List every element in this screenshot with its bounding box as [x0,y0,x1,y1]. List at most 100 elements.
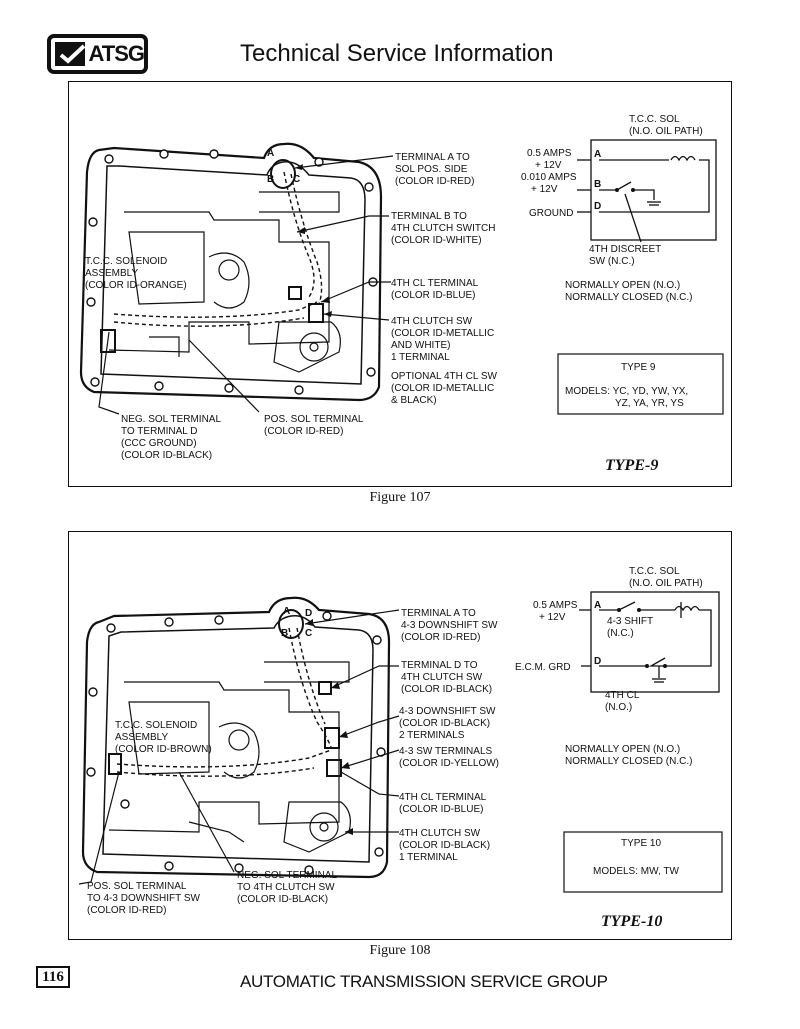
label108-terminal-a: TERMINAL A TO 4-3 DOWNSHIFT SW (COLOR ID… [401,608,498,643]
svg-text:(COLOR ID-RED): (COLOR ID-RED) [87,905,166,916]
svg-text:(COLOR ID-METALLIC: (COLOR ID-METALLIC [391,328,494,339]
label-neg-sol-terminal: NEG. SOL TERMINAL TO TERMINAL D (CCC GRO… [121,414,221,461]
svg-text:TO TERMINAL D: TO TERMINAL D [121,426,198,437]
svg-text:(COLOR ID-BLACK): (COLOR ID-BLACK) [401,684,492,695]
pin-a-label: A [267,148,274,159]
svg-text:(COLOR ID-RED): (COLOR ID-RED) [401,632,480,643]
svg-text:ASSEMBLY: ASSEMBLY [115,732,168,743]
figure-107-caption: Figure 107 [369,490,431,505]
label108-downshift-sw: 4-3 DOWNSHIFT SW (COLOR ID-BLACK) 2 TERM… [399,706,496,741]
svg-text:T.C.C. SOL: T.C.C. SOL [629,566,680,577]
svg-text:(N.O. OIL PATH): (N.O. OIL PATH) [629,126,703,137]
page-title: Technical Service Information [240,40,554,67]
label-tcc-solenoid: T.C.C. SOLENOID ASSEMBLY (COLOR ID-ORANG… [85,256,187,291]
label108-pos-sol-terminal: POS. SOL TERMINAL TO 4-3 DOWNSHIFT SW (C… [87,881,201,916]
label-4th-clutch-sw: 4TH CLUTCH SW (COLOR ID-METALLIC AND WHI… [391,316,494,363]
figure-107-panel: A B C TERMINAL A TO SOL POS. SIDE (COLOR… [68,81,732,487]
schem107-no: NORMALLY OPEN (N.O.) [565,280,680,291]
figure-107-diagram: A B C TERMINAL A TO SOL POS. SIDE (COLOR… [79,114,724,474]
label108-4th-clutch-sw: 4TH CLUTCH SW (COLOR ID-BLACK) 1 TERMINA… [399,828,490,863]
svg-text:TERMINAL A TO: TERMINAL A TO [395,152,470,163]
label-optional-4th-cl-sw: OPTIONAL 4TH CL SW (COLOR ID-METALLIC & … [391,371,498,406]
svg-text:(COLOR ID-YELLOW): (COLOR ID-YELLOW) [399,758,499,769]
schem107-sw-label: 4TH DISCREET SW (N.C.) [589,244,661,267]
svg-text:NEG. SOL TERMINAL: NEG. SOL TERMINAL [121,414,221,425]
label108-sw-terminals: 4-3 SW TERMINALS (COLOR ID-YELLOW) [399,746,499,769]
schem107-ground-label: GROUND [529,208,573,219]
svg-text:4-3 SW TERMINALS: 4-3 SW TERMINALS [399,746,492,757]
label-4th-cl-terminal: 4TH CL TERMINAL (COLOR ID-BLUE) [391,278,479,301]
figure-108-panel: A D B C TERMINAL A TO 4-3 DOWNSHIFT SW (… [68,531,732,940]
pin-c-label-108: C [305,628,312,639]
svg-text:SW (N.C.): SW (N.C.) [589,256,635,267]
type9-tag: TYPE-9 [605,457,658,474]
schem108-sol-label: T.C.C. SOL (N.O. OIL PATH) [629,566,703,589]
svg-text:(N.O. OIL PATH): (N.O. OIL PATH) [629,578,703,589]
svg-text:0.010 AMPS: 0.010 AMPS [521,172,577,183]
schem108-shift-label: 4-3 SHIFT (N.C.) [607,616,653,639]
pin-a-label-108: A [283,606,290,617]
pin-c-label: C [293,174,300,185]
svg-text:(COLOR ID-BLACK): (COLOR ID-BLACK) [399,840,490,851]
logo-text: ATSG [88,41,145,66]
svg-text:ASSEMBLY: ASSEMBLY [85,268,138,279]
schem107-sol-label: T.C.C. SOL (N.O. OIL PATH) [629,114,703,137]
svg-text:4TH CL: 4TH CL [605,690,640,701]
svg-text:4-3 DOWNSHIFT SW: 4-3 DOWNSHIFT SW [401,620,498,631]
svg-text:4TH DISCREET: 4TH DISCREET [589,244,661,255]
svg-text:(COLOR ID-BROWN): (COLOR ID-BROWN) [115,744,212,755]
svg-text:A: A [594,600,601,611]
label108-neg-sol-terminal: NEG. SOL TERMINAL TO 4TH CLUTCH SW (COLO… [237,870,337,905]
svg-text:(COLOR ID-BLUE): (COLOR ID-BLUE) [399,804,483,815]
type10-models: MODELS: MW, TW [593,866,679,877]
svg-text:OPTIONAL 4TH CL SW: OPTIONAL 4TH CL SW [391,371,498,382]
svg-text:4TH CLUTCH SW: 4TH CLUTCH SW [399,828,481,839]
svg-text:(N.O.): (N.O.) [605,702,632,713]
svg-text:TO 4-3 DOWNSHIFT SW: TO 4-3 DOWNSHIFT SW [87,893,201,904]
schem108-nc: NORMALLY CLOSED (N.C.) [565,756,692,767]
svg-text:TO 4TH CLUTCH SW: TO 4TH CLUTCH SW [237,882,335,893]
svg-text:2 TERMINALS: 2 TERMINALS [399,730,465,741]
svg-text:POS. SOL TERMINAL: POS. SOL TERMINAL [264,414,364,425]
svg-text:POS. SOL TERMINAL: POS. SOL TERMINAL [87,881,187,892]
page-number: 116 [36,966,70,988]
figure-108-diagram: A D B C TERMINAL A TO 4-3 DOWNSHIFT SW (… [78,566,723,930]
svg-text:D: D [594,656,601,667]
schem108-no: NORMALLY OPEN (N.O.) [565,744,680,755]
type10-tag: TYPE-10 [601,913,662,930]
label-pos-sol-terminal: POS. SOL TERMINAL (COLOR ID-RED) [264,414,364,437]
atsg-logo: ATSG [47,34,148,74]
svg-text:T.C.C. SOL: T.C.C. SOL [629,114,680,125]
label-terminal-a: TERMINAL A TO SOL POS. SIDE (COLOR ID-RE… [395,152,474,187]
label108-terminal-d: TERMINAL D TO 4TH CLUTCH SW (COLOR ID-BL… [401,660,492,695]
svg-text:(COLOR ID-BLACK): (COLOR ID-BLACK) [399,718,490,729]
svg-text:SOL POS. SIDE: SOL POS. SIDE [395,164,468,175]
svg-text:+ 12V: + 12V [539,612,566,623]
svg-text:TERMINAL D TO: TERMINAL D TO [401,660,478,671]
svg-text:B: B [594,179,601,190]
svg-text:& BLACK): & BLACK) [391,395,437,406]
type9-title: TYPE 9 [621,362,656,373]
label108-tcc-solenoid: T.C.C. SOLENOID ASSEMBLY (COLOR ID-BROWN… [115,720,212,755]
svg-text:A: A [594,149,601,160]
svg-text:(COLOR ID-BLACK): (COLOR ID-BLACK) [237,894,328,905]
svg-text:AND WHITE): AND WHITE) [391,340,450,351]
schem107-a-label: 0.5 AMPS + 12V [527,148,572,171]
svg-text:TERMINAL A TO: TERMINAL A TO [401,608,476,619]
schem108-cl-label: 4TH CL (N.O.) [605,690,640,713]
svg-text:1 TERMINAL: 1 TERMINAL [391,352,450,363]
svg-text:4TH CLUTCH SW: 4TH CLUTCH SW [391,316,473,327]
pin-d-label-108: D [305,608,312,619]
svg-text:4-3 DOWNSHIFT SW: 4-3 DOWNSHIFT SW [399,706,496,717]
label-terminal-b: TERMINAL B TO 4TH CLUTCH SWITCH (COLOR I… [391,211,495,246]
schem108-ecm-label: E.C.M. GRD [515,662,571,673]
svg-text:1 TERMINAL: 1 TERMINAL [399,852,458,863]
type9-models-2: YZ, YA, YR, YS [615,398,684,409]
label108-4th-cl-terminal: 4TH CL TERMINAL (COLOR ID-BLUE) [399,792,487,815]
pin-b-label-108: B [281,628,288,639]
svg-text:4-3 SHIFT: 4-3 SHIFT [607,616,653,627]
svg-text:+ 12V: + 12V [535,160,562,171]
type9-models-1: MODELS: YC, YD, YW, YX, [565,386,688,397]
svg-text:4TH CLUTCH SW: 4TH CLUTCH SW [401,672,483,683]
schem107-nc: NORMALLY CLOSED (N.C.) [565,292,692,303]
